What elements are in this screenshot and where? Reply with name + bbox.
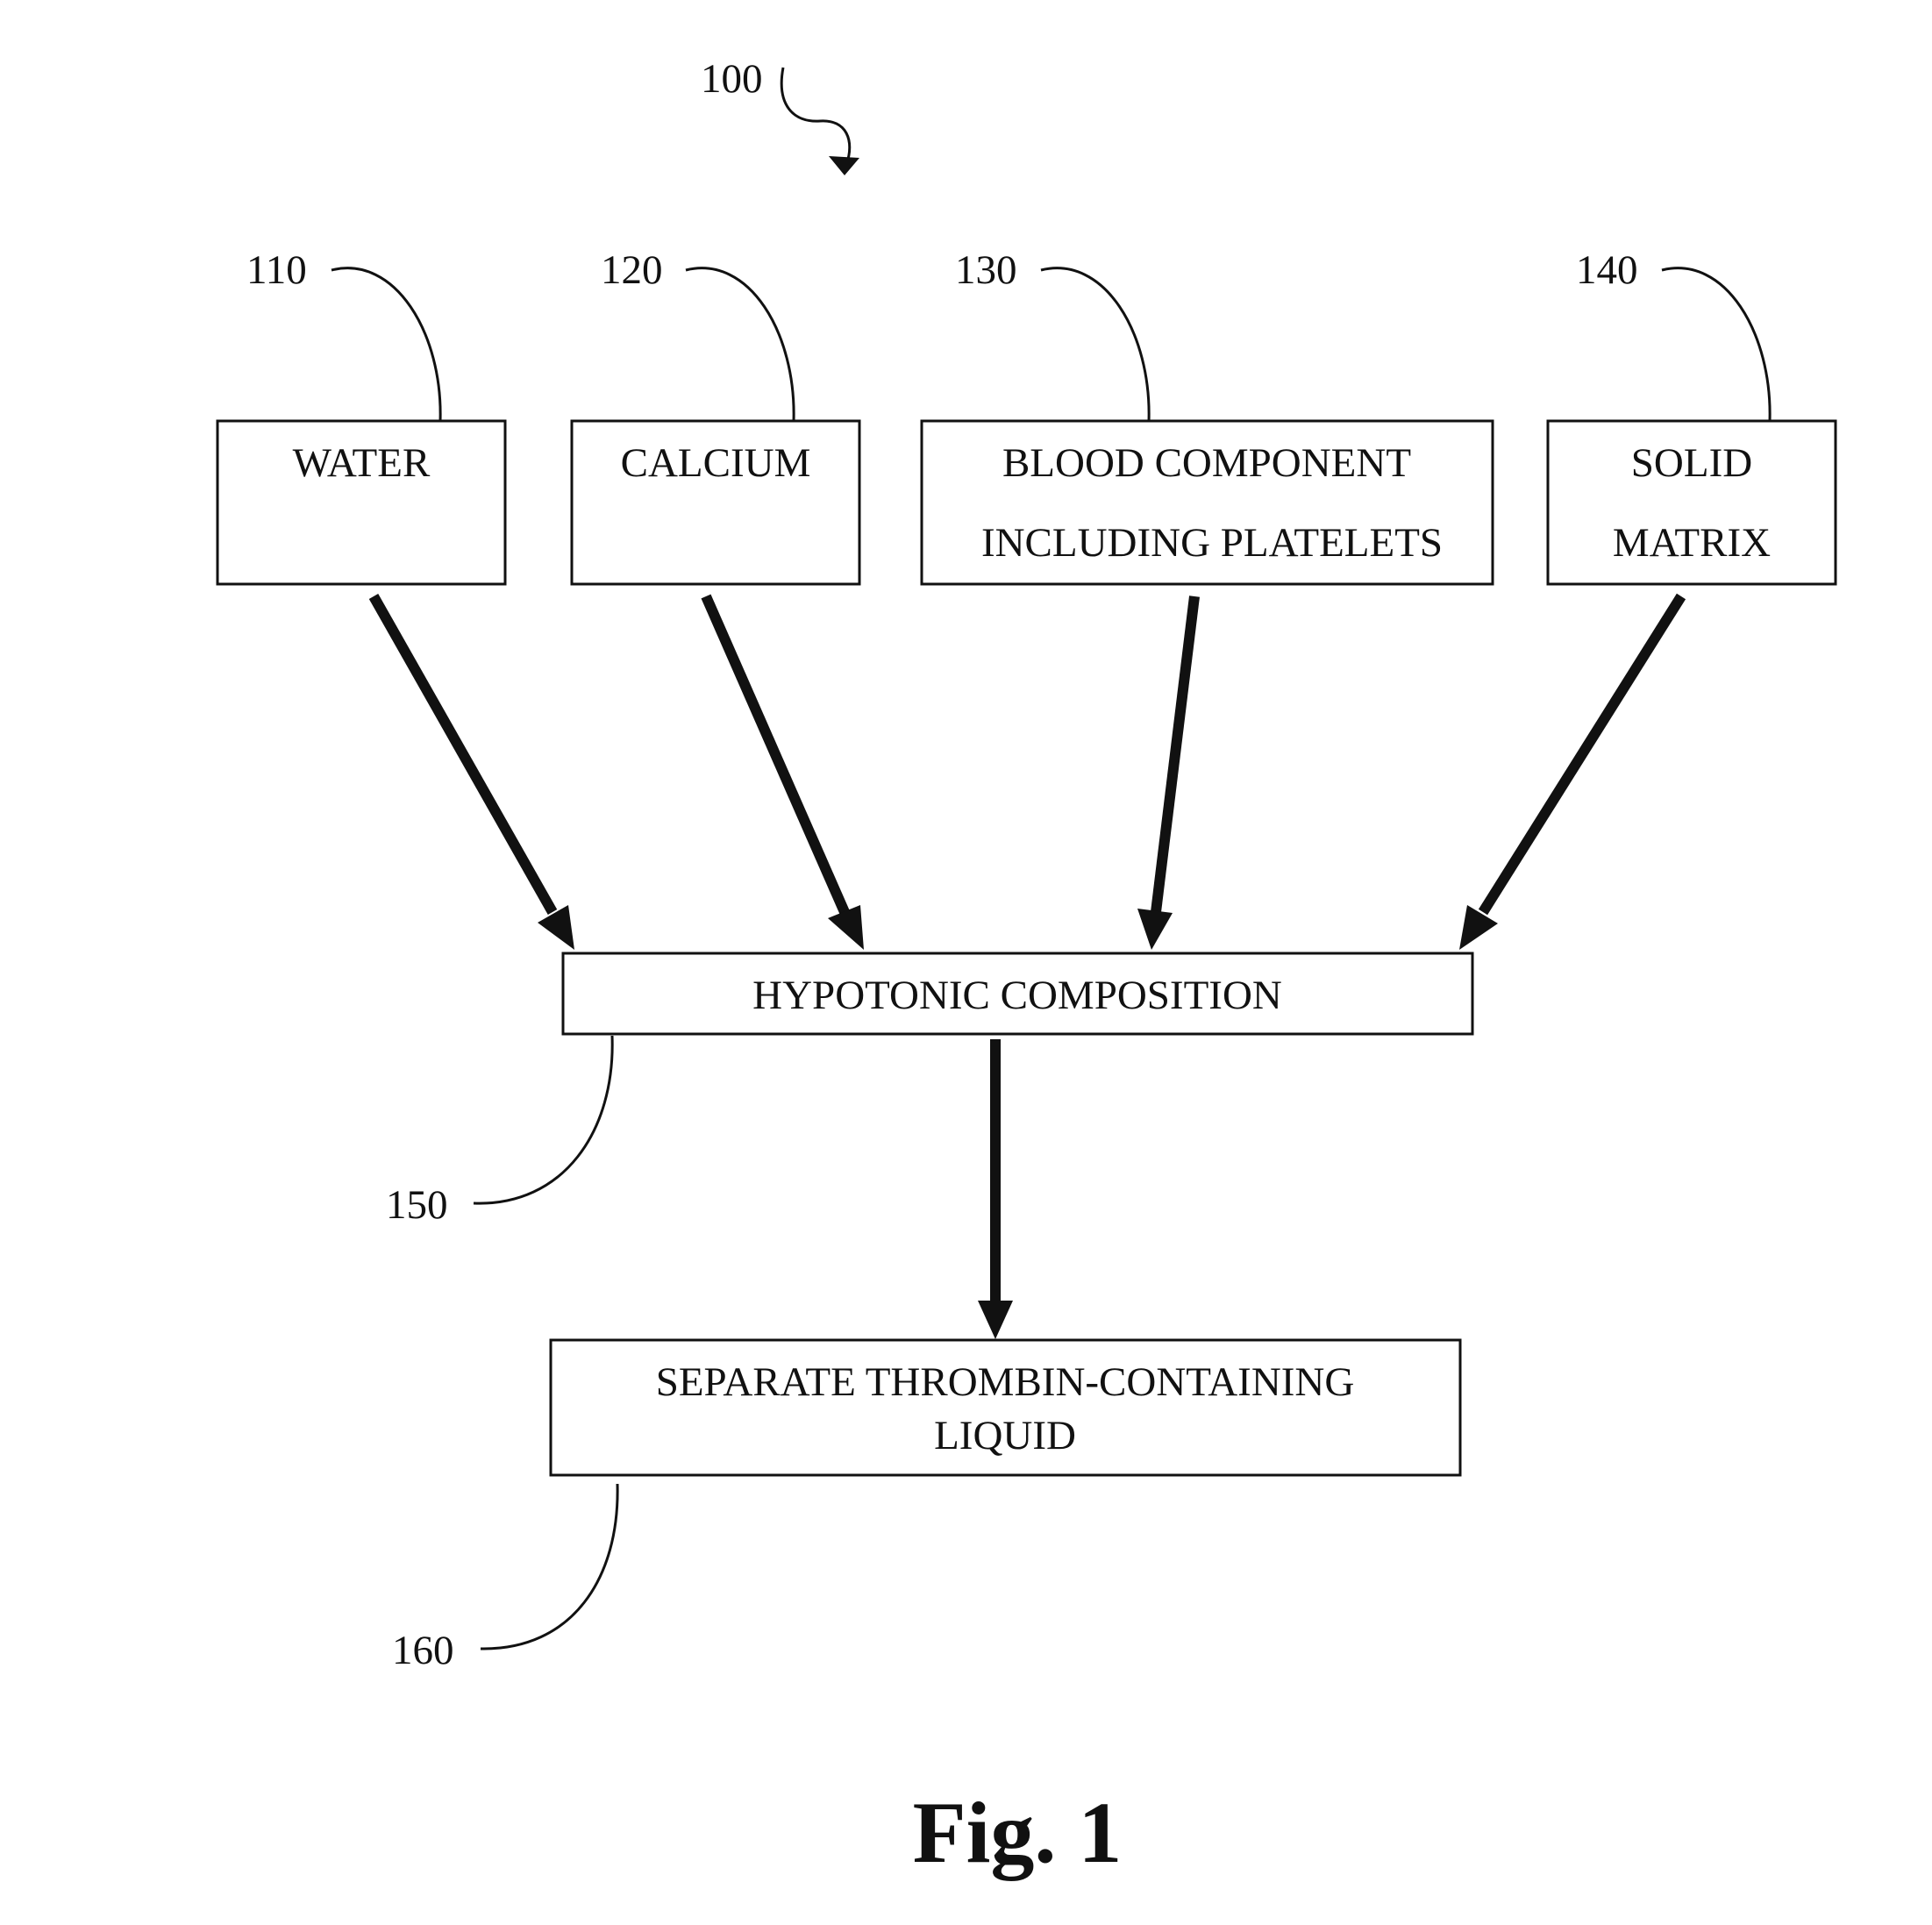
- input-box-water: WATER: [217, 421, 505, 584]
- input-box-calcium-line-1: CALCIUM: [621, 440, 811, 486]
- input-ref-110: 110: [246, 247, 307, 293]
- result-box-line-1: SEPARATE THROMBIN-CONTAINING: [656, 1359, 1355, 1405]
- input-box-solid-matrix-line-2: MATRIX: [1613, 520, 1771, 566]
- arrow-blood-component-to-composition: [1137, 596, 1194, 950]
- input-ref-140-leader: [1662, 268, 1770, 421]
- figure-reference-label: 100: [701, 56, 763, 102]
- composition-ref-150: 150: [386, 1182, 448, 1228]
- composition-ref-leader: [474, 1036, 612, 1203]
- result-ref-leader: [481, 1484, 617, 1649]
- composition-box: HYPOTONIC COMPOSITION: [563, 953, 1472, 1034]
- input-box-calcium: CALCIUM: [572, 421, 859, 584]
- input-ref-130: 130: [955, 247, 1017, 293]
- result-ref-160: 160: [392, 1628, 454, 1673]
- arrow-calcium-to-composition: [706, 596, 864, 950]
- input-ref-120-leader: [686, 268, 794, 421]
- figure-caption: Fig. 1: [913, 1784, 1123, 1881]
- input-ref-110-leader: [332, 268, 440, 421]
- result-box: SEPARATE THROMBIN-CONTAINING LIQUID: [551, 1340, 1460, 1475]
- composition-box-label: HYPOTONIC COMPOSITION: [752, 973, 1282, 1018]
- figure-reference-arrowhead: [829, 156, 859, 175]
- result-box-line-2: LIQUID: [934, 1413, 1076, 1458]
- input-box-solid-matrix-line-1: SOLID: [1631, 440, 1752, 486]
- input-box-solid-matrix: SOLID MATRIX: [1548, 421, 1836, 584]
- arrow-composition-to-result: [978, 1039, 1013, 1339]
- figure-reference-leader: [781, 68, 850, 165]
- input-box-blood-component-line-2: INCLUDING PLATELETS: [981, 520, 1443, 566]
- input-ref-130-leader: [1041, 268, 1149, 421]
- arrow-water-to-composition: [374, 596, 574, 950]
- input-ref-120: 120: [601, 247, 663, 293]
- arrow-solid-matrix-to-composition: [1459, 596, 1681, 950]
- input-box-water-line-1: WATER: [293, 440, 431, 486]
- input-box-blood-component: BLOOD COMPONENT INCLUDING PLATELETS: [922, 421, 1493, 584]
- input-ref-140: 140: [1576, 247, 1638, 293]
- input-box-blood-component-line-1: BLOOD COMPONENT: [1002, 440, 1411, 486]
